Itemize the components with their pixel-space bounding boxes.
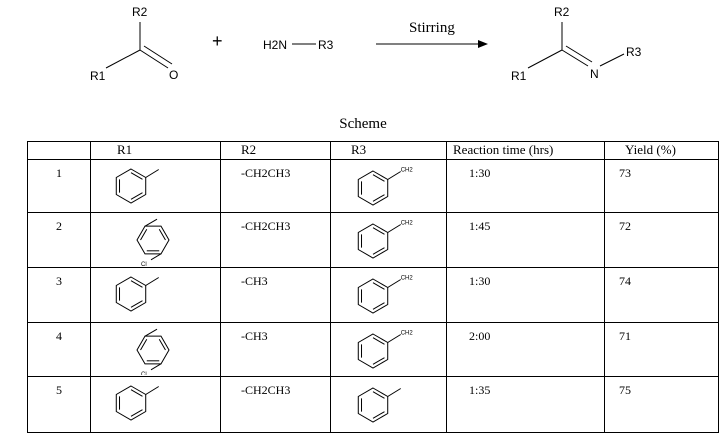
- cell-entry-number: 5: [27, 376, 91, 433]
- product-cn-double-bond: [565, 45, 593, 63]
- cl-label: Cl: [141, 372, 147, 375]
- cell-reaction-time: 1:45: [446, 212, 605, 268]
- cell-r1-structure: [90, 376, 221, 433]
- cell-r1-structure: Cl: [90, 322, 221, 377]
- cell-entry-number: 3: [27, 267, 91, 323]
- ketone-oxygen-label: O: [169, 68, 178, 82]
- header-no: [27, 141, 91, 160]
- product-nr3-bond: [599, 53, 625, 67]
- cell-r2: -CH3: [220, 322, 331, 377]
- cell-yield: 74: [604, 267, 719, 323]
- cl-label: Cl: [141, 262, 147, 266]
- cell-r2: -CH2CH3: [220, 159, 331, 213]
- cell-r1-structure: [90, 267, 221, 323]
- cell-reaction-time: 1:30: [446, 267, 605, 323]
- product-r1-bond: [527, 49, 563, 69]
- cell-r3-structure: CH2: [330, 159, 447, 213]
- cell-r2: -CH2CH3: [220, 376, 331, 433]
- cell-r2: -CH2CH3: [220, 212, 331, 268]
- cell-entry-number: 1: [27, 159, 91, 213]
- cell-yield: 75: [604, 376, 719, 433]
- cell-r3-structure: CH2: [330, 212, 447, 268]
- ch2-label: CH2: [401, 276, 414, 282]
- cell-reaction-time: 1:30: [446, 159, 605, 213]
- ketone-r2-label: R2: [132, 5, 148, 19]
- cell-r1-structure: Cl: [90, 212, 221, 268]
- cell-r3-structure: CH2: [330, 322, 447, 377]
- cell-entry-number: 2: [27, 212, 91, 268]
- header-reaction-time: Reaction time (hrs): [446, 141, 605, 160]
- header-r1: R1: [90, 141, 221, 160]
- arrow-label: Stirring: [409, 20, 455, 36]
- header-r2: R2: [220, 141, 331, 160]
- results-table: R1 R2 R3 Reaction time (hrs) Yield (%) 1…: [27, 141, 719, 433]
- amine-r3-label: R3: [318, 38, 334, 52]
- cell-yield: 71: [604, 322, 719, 377]
- product-cn-bond: [561, 49, 589, 67]
- cell-r1-structure: [90, 159, 221, 213]
- ketone-r1-bond: [105, 49, 141, 69]
- cell-r2: -CH3: [220, 267, 331, 323]
- reaction-scheme: R2 R1 O + H2N R3 R2 R1 N R3 Stirring: [90, 5, 642, 83]
- cell-entry-number: 4: [27, 322, 91, 377]
- arrow-head: [478, 40, 488, 48]
- amine-h2n-label: H2N: [263, 38, 287, 52]
- product-r1-label: R1: [511, 69, 527, 83]
- product-r3-label: R3: [626, 45, 642, 59]
- ch2-label: CH2: [401, 331, 414, 337]
- product-nitrogen-label: N: [590, 67, 599, 81]
- header-yield: Yield (%): [604, 141, 719, 160]
- cell-r3-structure: [330, 376, 447, 433]
- ketone-co-double-bond: [143, 45, 173, 65]
- header-r3: R3: [330, 141, 447, 160]
- scheme-caption: Scheme: [339, 116, 387, 132]
- cell-reaction-time: 2:00: [446, 322, 605, 377]
- ch2-label: CH2: [401, 168, 414, 174]
- ketone-r1-label: R1: [90, 69, 106, 83]
- ch2-label: CH2: [401, 221, 414, 227]
- cell-yield: 73: [604, 159, 719, 213]
- table-header-row: R1 R2 R3 Reaction time (hrs) Yield (%): [27, 141, 719, 160]
- plus-sign: +: [212, 31, 223, 51]
- product-r2-label: R2: [554, 5, 570, 19]
- cell-yield: 72: [604, 212, 719, 268]
- cell-r3-structure: CH2: [330, 267, 447, 323]
- cell-reaction-time: 1:35: [446, 376, 605, 433]
- ketone-co-bond: [139, 49, 169, 69]
